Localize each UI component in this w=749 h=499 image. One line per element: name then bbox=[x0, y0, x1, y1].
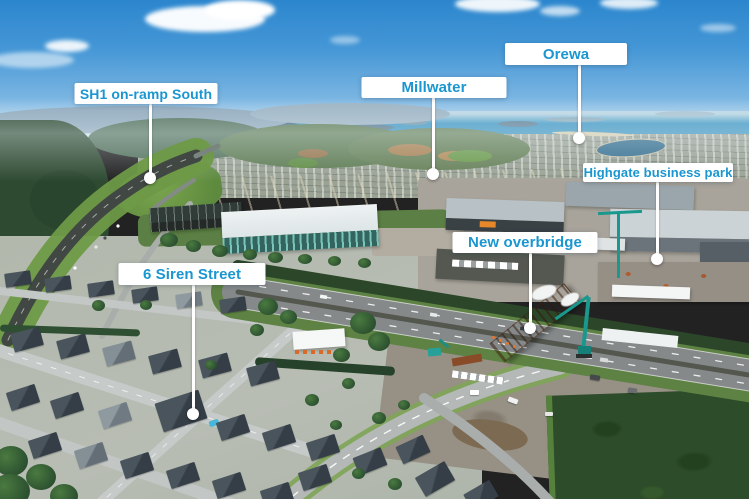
tree bbox=[160, 233, 178, 247]
label-6-siren-street: 6 Siren Street bbox=[118, 263, 266, 285]
tree bbox=[243, 249, 257, 260]
tree bbox=[26, 464, 56, 490]
cloud bbox=[455, 0, 540, 12]
tree bbox=[250, 324, 264, 336]
tree bbox=[328, 256, 341, 266]
tree bbox=[140, 300, 152, 310]
location-dot-millwater bbox=[427, 168, 439, 180]
tree bbox=[258, 298, 278, 315]
distant-hill bbox=[655, 111, 715, 117]
leader-line-sh1 bbox=[148, 104, 152, 178]
leader-line-overbridge bbox=[528, 253, 532, 328]
tree bbox=[398, 400, 410, 410]
tree bbox=[212, 245, 228, 257]
leader-line-siren-street bbox=[191, 285, 195, 414]
location-dot-siren-street bbox=[187, 408, 199, 420]
store-sign bbox=[479, 221, 496, 228]
cloud bbox=[45, 40, 89, 52]
warehouse-large bbox=[221, 203, 379, 255]
leader-line-orewa bbox=[577, 65, 581, 138]
parked-trailers bbox=[451, 259, 519, 270]
clearing bbox=[298, 149, 328, 158]
tree bbox=[388, 478, 402, 490]
warehouse bbox=[565, 181, 695, 211]
excavator bbox=[427, 347, 442, 357]
label-new-overbridge: New overbridge bbox=[452, 232, 598, 253]
retail-store bbox=[445, 197, 565, 235]
traffic-cones bbox=[492, 336, 522, 348]
crawler-crane-mast bbox=[581, 296, 591, 350]
tree bbox=[92, 300, 105, 311]
location-dot-highgate bbox=[651, 253, 663, 265]
tree bbox=[330, 420, 342, 430]
distant-ridge bbox=[250, 103, 450, 125]
tree bbox=[205, 360, 217, 370]
location-dot-overbridge bbox=[524, 322, 536, 334]
tree bbox=[342, 378, 355, 389]
cloud bbox=[700, 24, 736, 32]
tree bbox=[372, 412, 386, 424]
leader-line-highgate bbox=[655, 182, 659, 259]
park bbox=[288, 158, 318, 168]
cloud bbox=[540, 6, 580, 16]
cloud bbox=[0, 52, 74, 68]
vehicle bbox=[545, 412, 553, 416]
vehicle bbox=[470, 390, 479, 395]
tree bbox=[358, 258, 371, 268]
clearing bbox=[388, 144, 432, 156]
island bbox=[498, 121, 538, 127]
site-building bbox=[601, 328, 679, 348]
tree bbox=[298, 254, 312, 264]
cloud bbox=[205, 0, 275, 20]
tree bbox=[186, 240, 201, 252]
tower-crane bbox=[617, 214, 620, 278]
hill bbox=[348, 128, 530, 170]
label-sh1-on-ramp-south: SH1 on-ramp South bbox=[74, 83, 218, 104]
location-dot-orewa bbox=[573, 132, 585, 144]
tree bbox=[268, 252, 283, 263]
site-office bbox=[292, 328, 346, 350]
cloud bbox=[330, 36, 360, 44]
tree bbox=[352, 468, 365, 479]
tree bbox=[305, 394, 319, 406]
cloud bbox=[600, 0, 658, 9]
paddock bbox=[546, 388, 749, 499]
island bbox=[545, 117, 605, 122]
crane-tracks bbox=[576, 354, 592, 358]
tree bbox=[350, 312, 376, 334]
label-highgate-business-park: Highgate business park bbox=[583, 163, 733, 182]
leader-line-millwater bbox=[431, 97, 435, 174]
tree bbox=[333, 348, 350, 362]
tree bbox=[280, 310, 297, 324]
label-orewa: Orewa bbox=[505, 43, 627, 65]
park bbox=[448, 150, 492, 162]
location-dot-sh1 bbox=[144, 172, 156, 184]
tree bbox=[368, 332, 390, 351]
label-millwater: Millwater bbox=[361, 77, 507, 98]
